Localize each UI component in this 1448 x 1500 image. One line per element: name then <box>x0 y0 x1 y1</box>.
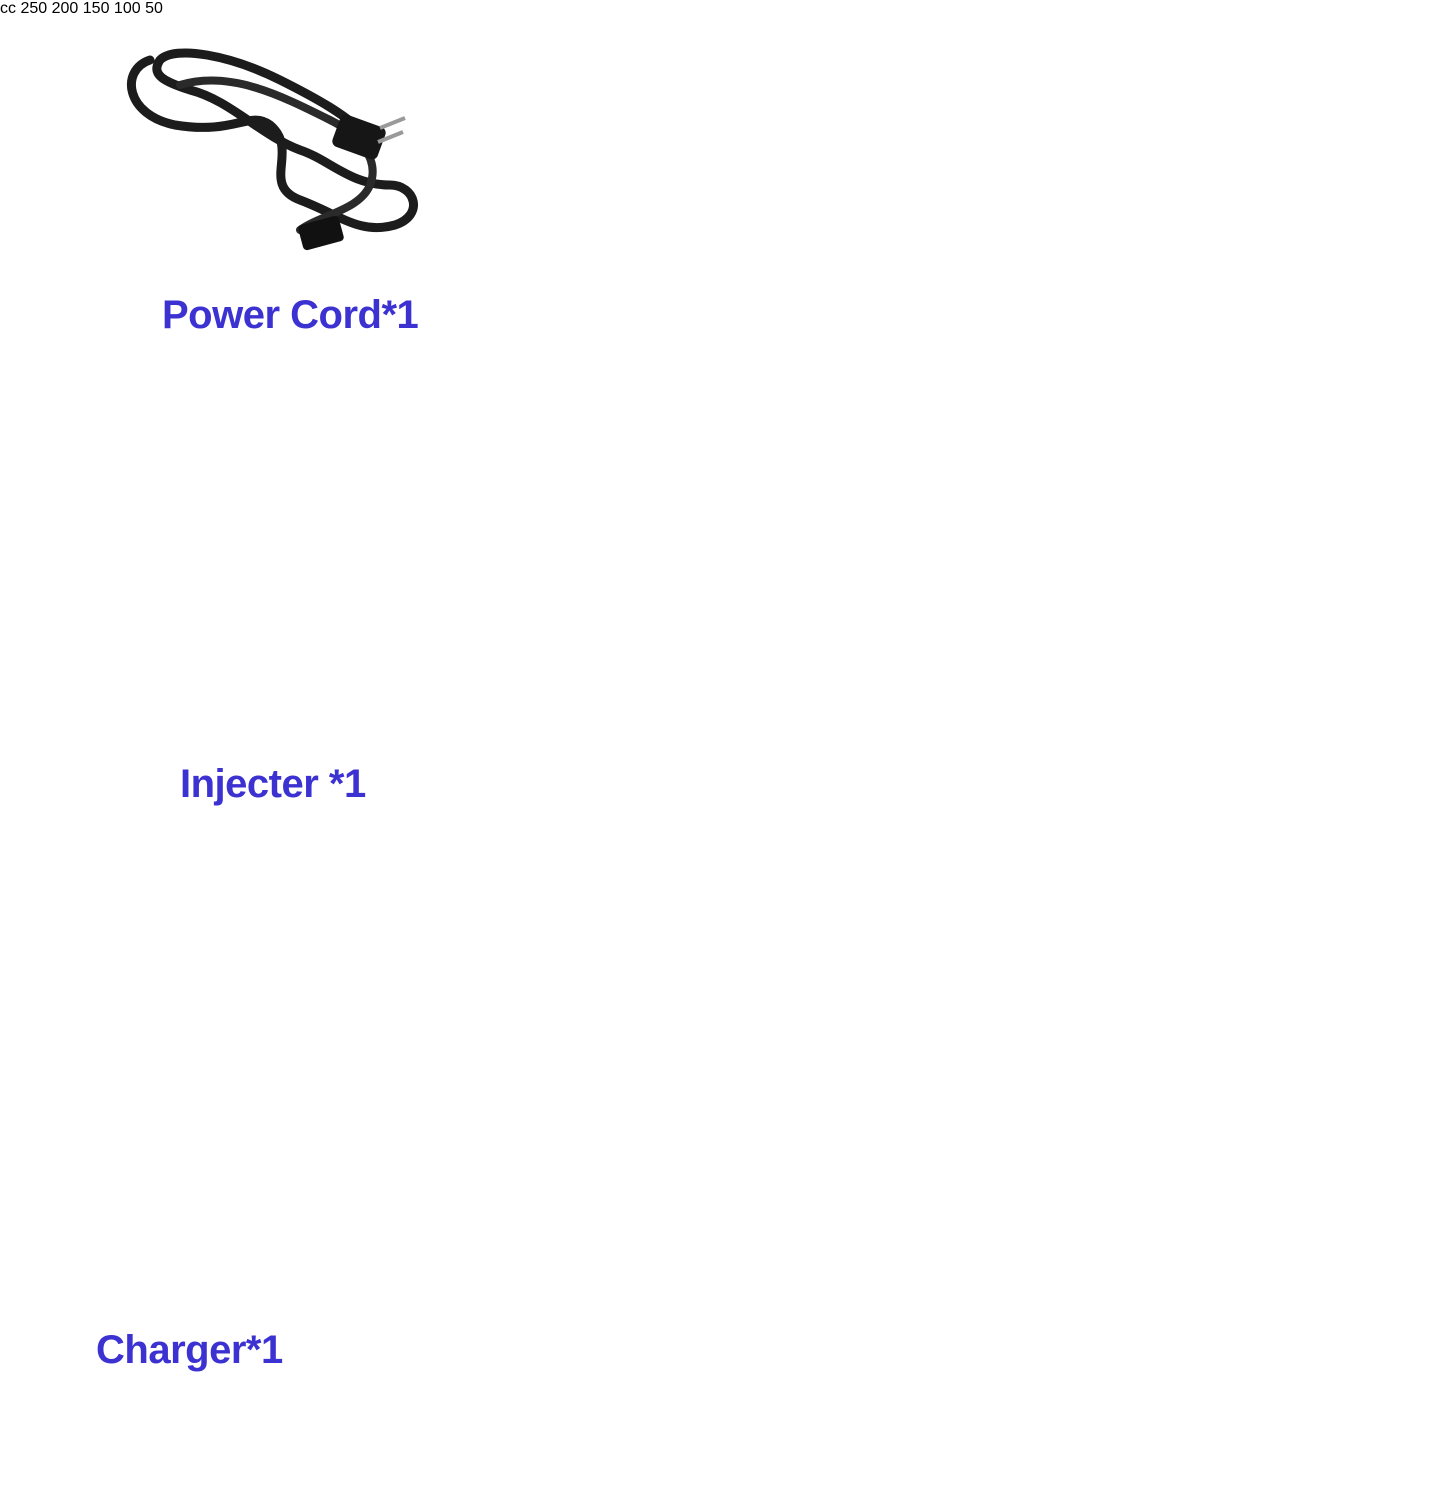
syringe-scale-100: 100 <box>113 0 141 17</box>
syringe-scale-200: 200 <box>51 0 79 17</box>
power-cord-label: Power Cord*1 <box>162 293 419 337</box>
syringe-scale-150: 150 <box>82 0 110 17</box>
syringe-scale: cc 250 200 150 100 50 <box>0 0 163 17</box>
syringe-unit: cc <box>0 0 16 17</box>
injecter-label: Injecter *1 <box>180 762 366 806</box>
syringe-scale-50: 50 <box>145 0 163 17</box>
power-cord-image <box>126 48 418 251</box>
charger-label: Charger*1 <box>96 1328 283 1372</box>
syringe-scale-250: 250 <box>20 0 48 17</box>
